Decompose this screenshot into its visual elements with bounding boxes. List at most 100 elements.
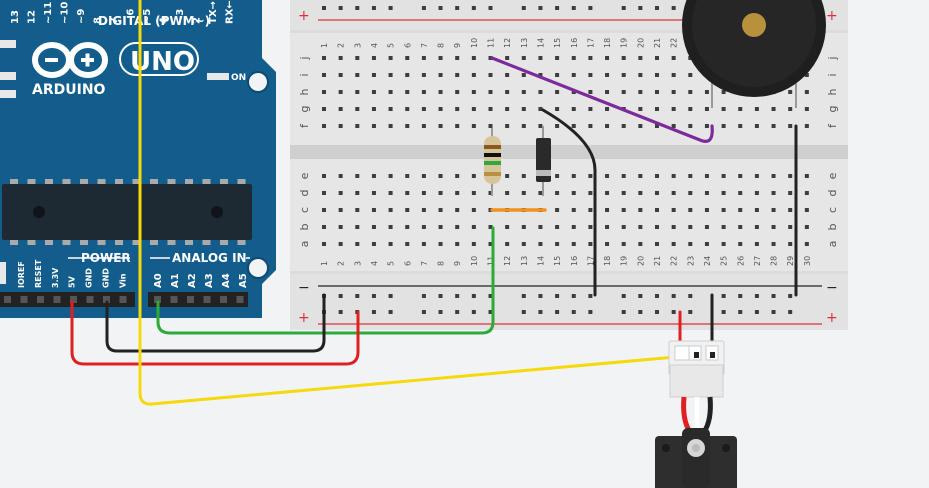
- breadboard-hole[interactable]: [322, 242, 326, 246]
- breadboard-hole[interactable]: [605, 90, 610, 94]
- breadboard-hole[interactable]: [605, 242, 610, 246]
- breadboard-hole[interactable]: [555, 73, 560, 77]
- breadboard-hole[interactable]: [371, 242, 376, 246]
- breadboard-hole[interactable]: [688, 90, 693, 94]
- breadboard-hole[interactable]: [471, 90, 476, 94]
- breadboard-hole[interactable]: [455, 225, 460, 229]
- breadboard-hole[interactable]: [688, 107, 693, 111]
- rail-hole[interactable]: [621, 294, 626, 298]
- breadboard-hole[interactable]: [555, 124, 560, 128]
- rail-hole[interactable]: [371, 6, 376, 10]
- breadboard-hole[interactable]: [421, 208, 426, 212]
- breadboard-hole[interactable]: [355, 208, 360, 212]
- rail-hole[interactable]: [388, 294, 393, 298]
- rail-hole[interactable]: [571, 310, 576, 314]
- breadboard-hole[interactable]: [721, 90, 726, 94]
- breadboard-hole[interactable]: [738, 107, 743, 111]
- breadboard-hole[interactable]: [538, 124, 543, 128]
- breadboard-hole[interactable]: [588, 208, 593, 212]
- breadboard-hole[interactable]: [788, 124, 793, 128]
- header-socket[interactable]: [86, 296, 94, 303]
- breadboard-hole[interactable]: [655, 191, 659, 195]
- breadboard-hole[interactable]: [754, 242, 759, 246]
- breadboard-hole[interactable]: [421, 242, 426, 246]
- breadboard-hole[interactable]: [388, 208, 393, 212]
- wire-black-diode[interactable]: [541, 108, 597, 297]
- rail-hole[interactable]: [688, 294, 693, 298]
- rail-hole[interactable]: [671, 6, 676, 10]
- rail-hole[interactable]: [555, 294, 560, 298]
- breadboard-hole[interactable]: [571, 90, 576, 94]
- breadboard-hole[interactable]: [788, 191, 793, 195]
- rail-hole[interactable]: [438, 310, 443, 314]
- breadboard-hole[interactable]: [704, 107, 709, 111]
- breadboard-hole[interactable]: [555, 174, 560, 178]
- breadboard-hole[interactable]: [671, 73, 676, 77]
- rail-hole[interactable]: [322, 6, 326, 10]
- breadboard-hole[interactable]: [638, 242, 643, 246]
- breadboard-hole[interactable]: [438, 174, 443, 178]
- breadboard-hole[interactable]: [804, 73, 809, 77]
- breadboard-hole[interactable]: [671, 174, 676, 178]
- breadboard-hole[interactable]: [338, 73, 343, 77]
- breadboard-hole[interactable]: [322, 208, 326, 212]
- resistor[interactable]: [484, 128, 501, 196]
- breadboard-hole[interactable]: [804, 242, 809, 246]
- breadboard-hole[interactable]: [338, 191, 343, 195]
- breadboard-hole[interactable]: [555, 90, 560, 94]
- breadboard-hole[interactable]: [605, 56, 610, 60]
- breadboard-hole[interactable]: [355, 107, 360, 111]
- breadboard-hole[interactable]: [405, 90, 410, 94]
- breadboard-hole[interactable]: [754, 225, 759, 229]
- breadboard-hole[interactable]: [388, 56, 393, 60]
- breadboard-hole[interactable]: [355, 174, 360, 178]
- breadboard-hole[interactable]: [438, 225, 443, 229]
- breadboard-hole[interactable]: [671, 208, 676, 212]
- breadboard-hole[interactable]: [555, 225, 560, 229]
- breadboard-hole[interactable]: [538, 56, 543, 60]
- breadboard-hole[interactable]: [405, 191, 410, 195]
- breadboard-hole[interactable]: [338, 107, 343, 111]
- breadboard-hole[interactable]: [421, 73, 426, 77]
- breadboard-hole[interactable]: [538, 107, 543, 111]
- breadboard-hole[interactable]: [355, 242, 360, 246]
- breadboard-hole[interactable]: [738, 191, 743, 195]
- breadboard-hole[interactable]: [771, 124, 776, 128]
- breadboard-hole[interactable]: [638, 107, 643, 111]
- diode[interactable]: [536, 126, 551, 196]
- header-socket[interactable]: [4, 296, 11, 303]
- breadboard-hole[interactable]: [621, 90, 626, 94]
- breadboard-holes[interactable]: [322, 6, 809, 314]
- rail-hole[interactable]: [355, 6, 360, 10]
- breadboard-hole[interactable]: [421, 174, 426, 178]
- breadboard-hole[interactable]: [338, 242, 343, 246]
- rail-hole[interactable]: [738, 294, 743, 298]
- breadboard-hole[interactable]: [521, 174, 526, 178]
- breadboard-hole[interactable]: [405, 174, 410, 178]
- breadboard-hole[interactable]: [322, 124, 326, 128]
- breadboard-hole[interactable]: [688, 242, 693, 246]
- breadboard-hole[interactable]: [388, 73, 393, 77]
- rail-hole[interactable]: [638, 310, 643, 314]
- breadboard-hole[interactable]: [655, 225, 659, 229]
- breadboard-hole[interactable]: [621, 174, 626, 178]
- rail-hole[interactable]: [371, 310, 376, 314]
- header-socket[interactable]: [37, 296, 44, 303]
- rail-hole[interactable]: [671, 310, 676, 314]
- breadboard-hole[interactable]: [338, 174, 343, 178]
- breadboard-hole[interactable]: [371, 107, 376, 111]
- breadboard-hole[interactable]: [621, 56, 626, 60]
- breadboard-hole[interactable]: [405, 208, 410, 212]
- breadboard-hole[interactable]: [355, 225, 360, 229]
- rail-hole[interactable]: [388, 6, 393, 10]
- rail-hole[interactable]: [455, 6, 460, 10]
- breadboard-hole[interactable]: [638, 208, 643, 212]
- rail-hole[interactable]: [371, 294, 376, 298]
- breadboard-hole[interactable]: [588, 56, 593, 60]
- header-socket[interactable]: [203, 296, 211, 303]
- breadboard-hole[interactable]: [655, 242, 659, 246]
- breadboard-hole[interactable]: [704, 242, 709, 246]
- breadboard-hole[interactable]: [355, 124, 360, 128]
- breadboard-hole[interactable]: [771, 107, 776, 111]
- breadboard-hole[interactable]: [738, 124, 743, 128]
